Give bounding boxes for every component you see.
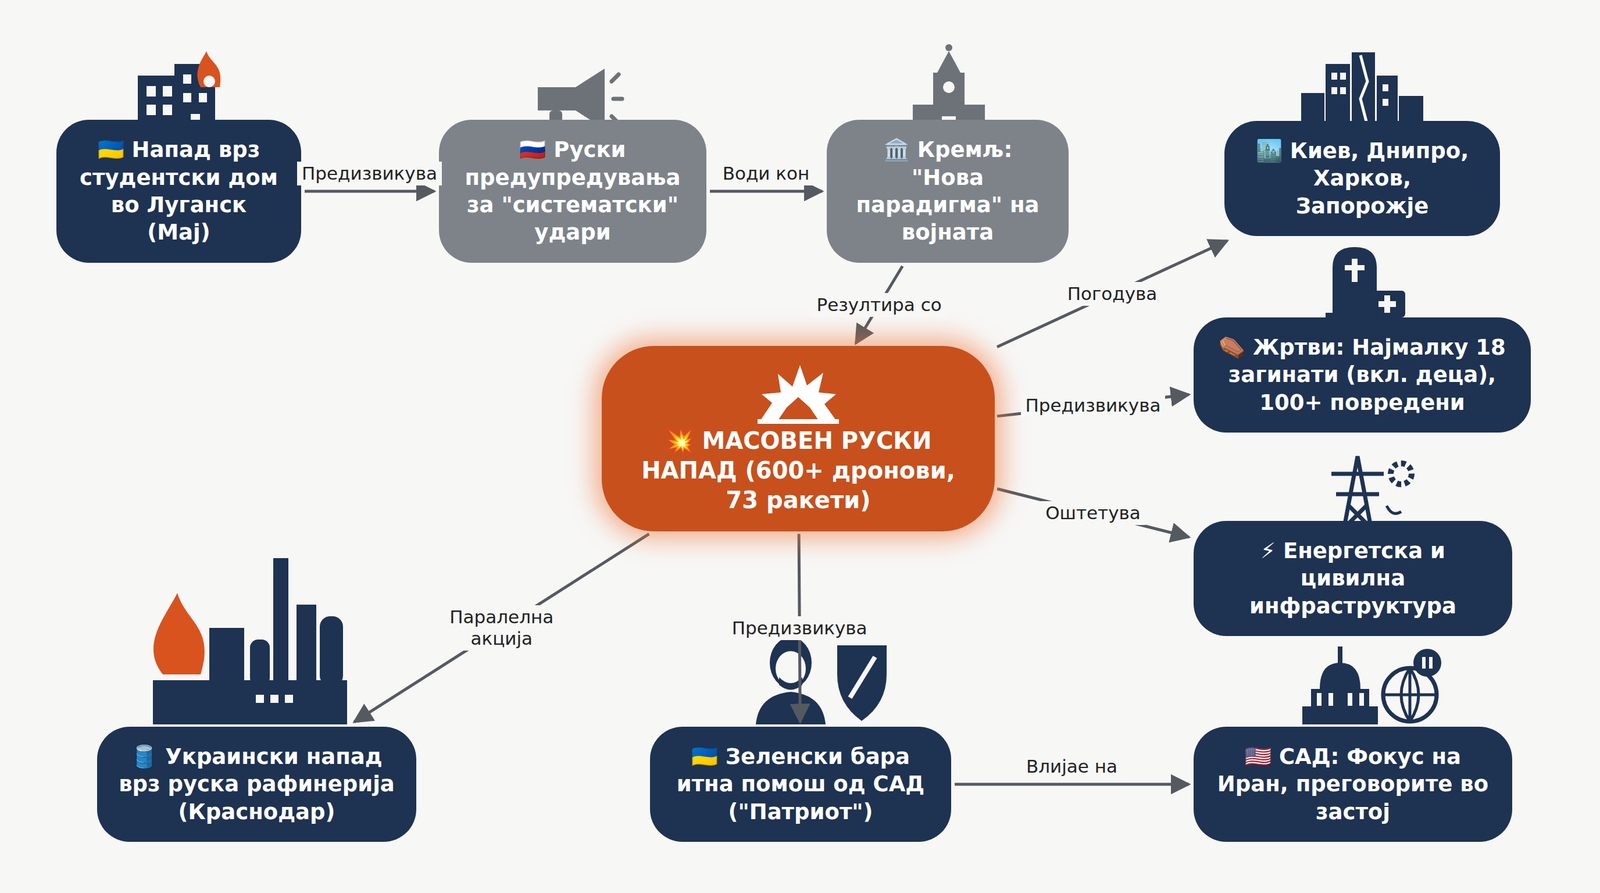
connector-arrow — [954, 782, 1189, 786]
event-box: ⚰️ Жртви: Најмалку 18 загинати (вкл. дец… — [1193, 317, 1531, 433]
event-box: 🇷🇺 Руски предупредувања за "систематски"… — [438, 119, 707, 263]
event-box: 🛢️ Украински напад врз руска рафинерија … — [97, 726, 417, 842]
node-text: 🇺🇸 САД: Фокус на Иран, преговорите во за… — [1213, 743, 1493, 826]
event-box: 🇺🇦 Зеленски бара итна помош од САД ("Пат… — [650, 726, 952, 842]
connector-arrow — [709, 190, 823, 194]
explosion-icon — [754, 362, 842, 427]
refinery-icon — [152, 558, 348, 725]
node-text: ⚰️ Жртви: Најмалку 18 загинати (вкл. дец… — [1213, 333, 1512, 417]
event-box: 🇺🇸 САД: Фокус на Иран, преговорите во за… — [1193, 726, 1513, 842]
edge-label: Предизвикува — [1020, 393, 1166, 418]
node-text: 🏛️ Кремљ: "Нова парадигма" на војната — [846, 136, 1049, 246]
edge-label: Влијае на — [1021, 754, 1123, 779]
event-box: ⚡ Енергетска и цивилна инфраструктура — [1193, 520, 1513, 637]
node-text: 🇺🇦 Напад врз студентски дом во Луганск (… — [76, 136, 282, 246]
kremlin-tower-icon — [912, 44, 985, 133]
event-box: 🏛️ Кремљ: "Нова парадигма" на војната — [826, 119, 1069, 263]
node-text: 💥 МАСОВЕН РУСКИ НАПАД (600+ дронови, 73 … — [621, 426, 975, 516]
gravestone-icon — [1325, 247, 1406, 319]
node-text: ⚡ Енергетска и цивилна инфраструктура — [1213, 537, 1493, 620]
connector-arrow — [354, 533, 649, 723]
connector-arrow — [997, 488, 1189, 538]
node-text: 🇺🇦 Зеленски бара итна помош од САД ("Пат… — [669, 743, 932, 826]
event-box: 🇺🇦 Напад врз студентски дом во Луганск (… — [56, 119, 302, 263]
edge-label: Погодува — [1062, 281, 1163, 306]
edge-label: Резултира со — [812, 293, 947, 317]
edge-label: Води кон — [718, 161, 815, 186]
capitol-globe-icon — [1302, 646, 1442, 725]
edge-label: Паралелна акција — [438, 605, 565, 651]
edge-label: Предизвикува — [727, 616, 873, 641]
person-shield-icon — [755, 637, 887, 725]
event-box: 🏙️ Киев, Днипро, Харков, Запорожје — [1224, 120, 1500, 237]
node-text: 🛢️ Украински напад врз руска рафинерија … — [116, 743, 397, 826]
edge-label: Предизвикува — [297, 161, 442, 186]
node-text: 🏙️ Киев, Днипро, Харков, Запорожје — [1244, 137, 1481, 220]
edge-label: Оштетува — [1040, 501, 1146, 525]
node-text: 🇷🇺 Руски предупредувања за "систематски"… — [458, 136, 687, 246]
central-event-box: 💥 МАСОВЕН РУСКИ НАПАД (600+ дронови, 73 … — [601, 345, 995, 532]
connector-arrow — [304, 190, 435, 194]
